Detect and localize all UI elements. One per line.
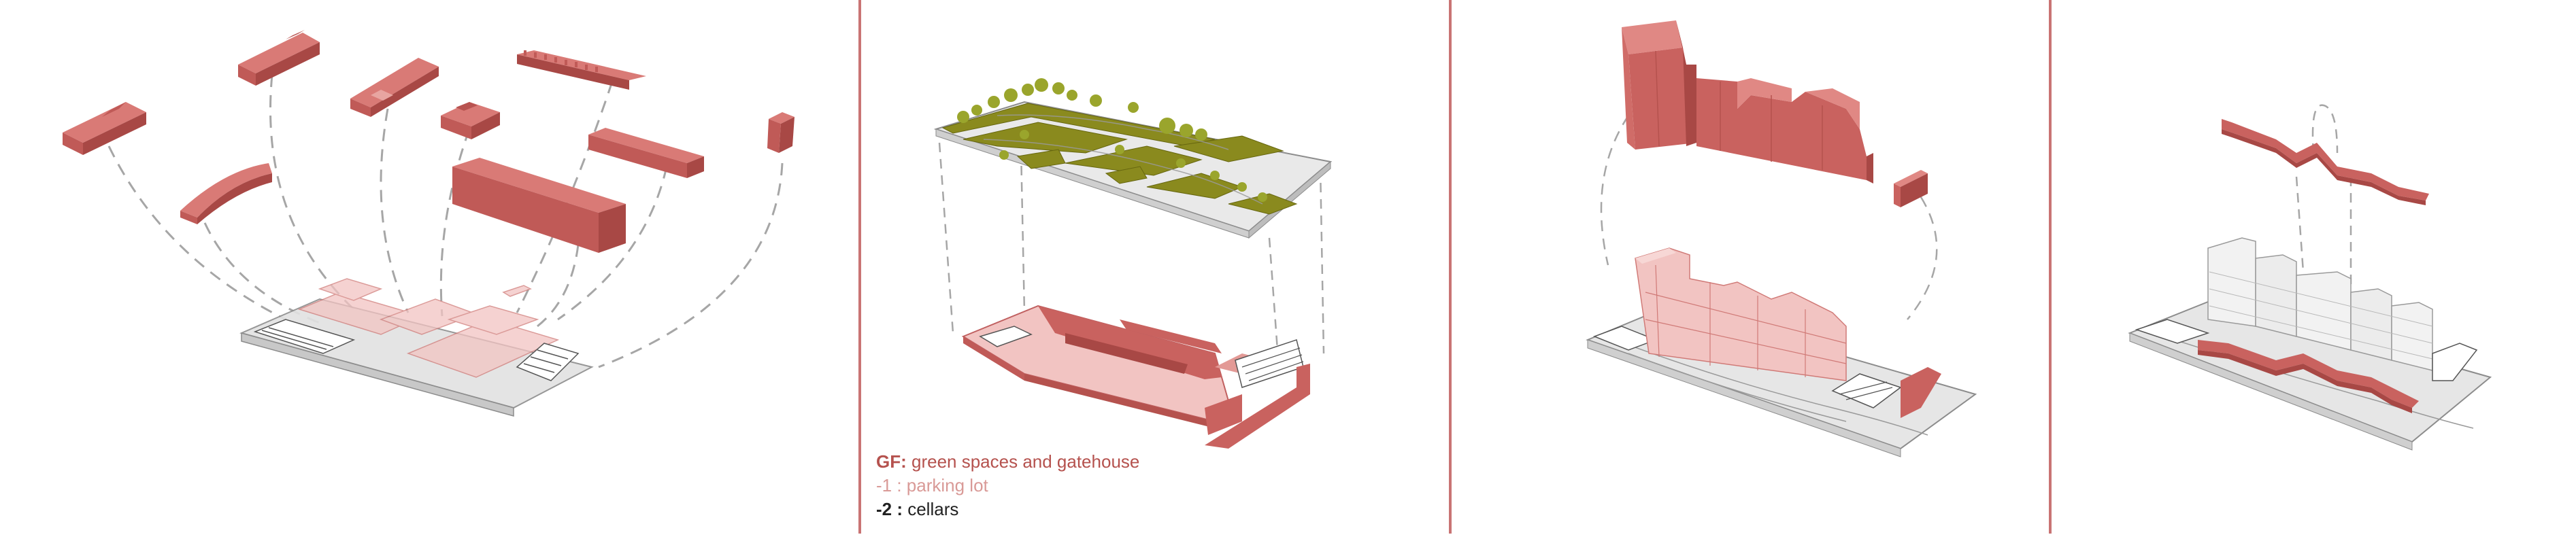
diagram-exploded-buildings xyxy=(63,30,794,417)
level-connector-lines xyxy=(938,142,1325,354)
legend-row-minus2: -2 : cellars xyxy=(876,498,1139,521)
lift-line-1 xyxy=(107,145,286,321)
floating-building-9 xyxy=(767,112,794,153)
trees xyxy=(957,78,1267,202)
floating-building-2 xyxy=(238,30,320,86)
floating-small-volume xyxy=(1894,170,1928,207)
levels-legend: GF: green spaces and gatehouse -1 : park… xyxy=(876,450,1139,521)
panel-ground-levels: GF: green spaces and gatehouse -1 : park… xyxy=(861,0,1449,556)
panel-divider-2 xyxy=(1449,0,1452,534)
lift-lines-volumes xyxy=(1600,115,1938,320)
diagram-elevated-walkway xyxy=(2128,104,2492,451)
legend-gf-text: green spaces and gatehouse xyxy=(906,451,1140,472)
ghost-buildings xyxy=(297,278,560,378)
level-gf-green-spaces xyxy=(933,78,1333,239)
floating-building-1 xyxy=(63,102,146,155)
existing-shed-right xyxy=(516,343,580,381)
floating-housing-volume xyxy=(1622,20,1873,184)
site-base xyxy=(239,278,594,417)
lift-lines-walkway xyxy=(2295,104,2352,285)
floating-building-7 xyxy=(452,158,626,253)
lift-line-8 xyxy=(537,244,580,328)
level-parking-and-cellars xyxy=(961,305,1310,449)
panel-divider-1 xyxy=(858,0,861,534)
floating-building-8 xyxy=(588,128,704,178)
panel-divider-3 xyxy=(2049,0,2052,534)
floating-building-3 xyxy=(180,163,272,224)
diagram-new-volumes xyxy=(1586,20,1977,457)
lift-line-7 xyxy=(557,166,668,321)
lift-line-2 xyxy=(196,203,320,324)
legend-minus2-key: -2 : xyxy=(876,499,903,519)
floating-building-6 xyxy=(517,50,646,90)
legend-minus1-text: parking lot xyxy=(901,475,988,496)
grey-housing-blocks xyxy=(2207,237,2478,381)
site-base-walkway xyxy=(2128,237,2492,451)
diagram-ground-levels xyxy=(933,78,1333,449)
legend-row-minus1: -1 : parking lot xyxy=(876,474,1139,498)
lift-line-4 xyxy=(380,108,409,313)
legend-minus2-text: cellars xyxy=(903,499,959,519)
existing-shed-left xyxy=(253,319,356,354)
floating-walkway xyxy=(2222,119,2429,205)
panel-existing-buildings xyxy=(0,0,858,556)
site-base-volumes xyxy=(1586,247,1977,457)
lift-line-5 xyxy=(439,128,471,317)
lift-line-3 xyxy=(269,74,355,311)
floating-building-5 xyxy=(441,102,500,139)
panel-new-volumes xyxy=(1452,0,2049,556)
lift-line-9 xyxy=(598,162,784,368)
legend-minus1-key: -1 : xyxy=(876,475,902,496)
legend-gf-key: GF: xyxy=(876,451,907,472)
panel-elevated-walkway xyxy=(2052,0,2576,556)
floating-building-4 xyxy=(350,58,439,117)
legend-row-gf: GF: green spaces and gatehouse xyxy=(876,450,1139,474)
